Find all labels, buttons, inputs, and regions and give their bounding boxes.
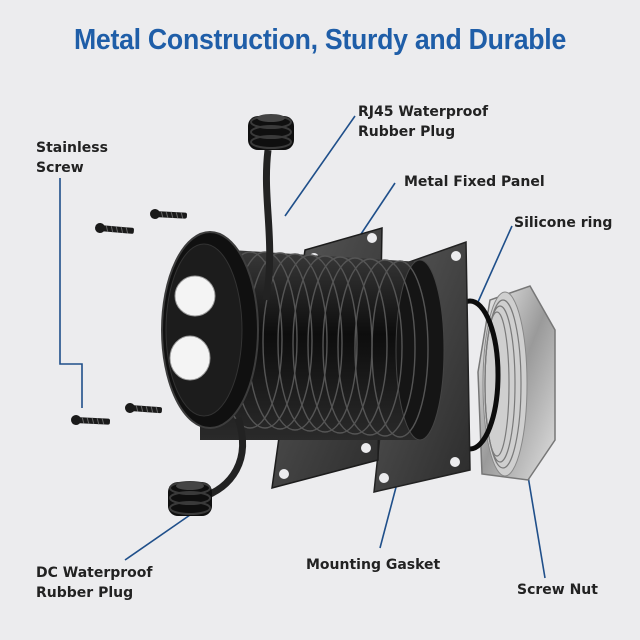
label-screw-nut: Screw Nut xyxy=(517,582,598,598)
rj45-port xyxy=(174,275,216,317)
label-rj45-line1: RJ45 Waterproof xyxy=(358,104,489,120)
label-mounting-gasket: Mounting Gasket xyxy=(306,557,441,573)
label-silicone-ring: Silicone ring xyxy=(514,215,613,231)
page-title: Metal Construction, Sturdy and Durable xyxy=(73,24,567,56)
leader-rj45 xyxy=(284,115,356,217)
dc-plug-icon xyxy=(168,416,246,516)
threaded-body-icon xyxy=(161,231,445,441)
label-stainless-line2: Screw xyxy=(36,160,84,176)
label-dc-plug: DC Waterproof Rubber Plug xyxy=(36,563,153,603)
label-stainless-line1: Stainless xyxy=(36,140,108,156)
label-rj45-plug: RJ45 Waterproof Rubber Plug xyxy=(358,102,488,142)
label-stainless-screw: Stainless Screw xyxy=(36,138,108,178)
leader-silicone-ring xyxy=(477,225,513,303)
dc-port xyxy=(169,335,211,381)
rj45-plug-icon xyxy=(248,114,294,301)
screw-nut-icon xyxy=(477,285,556,481)
leader-stainless xyxy=(59,178,83,408)
label-metal-panel: Metal Fixed Panel xyxy=(404,174,545,190)
stainless-screw-icon xyxy=(71,209,188,425)
label-rj45-line2: Rubber Plug xyxy=(358,124,456,140)
leader-dc-plug xyxy=(124,514,191,561)
label-dc-line2: Rubber Plug xyxy=(36,585,134,601)
label-dc-line1: DC Waterproof xyxy=(36,565,153,581)
